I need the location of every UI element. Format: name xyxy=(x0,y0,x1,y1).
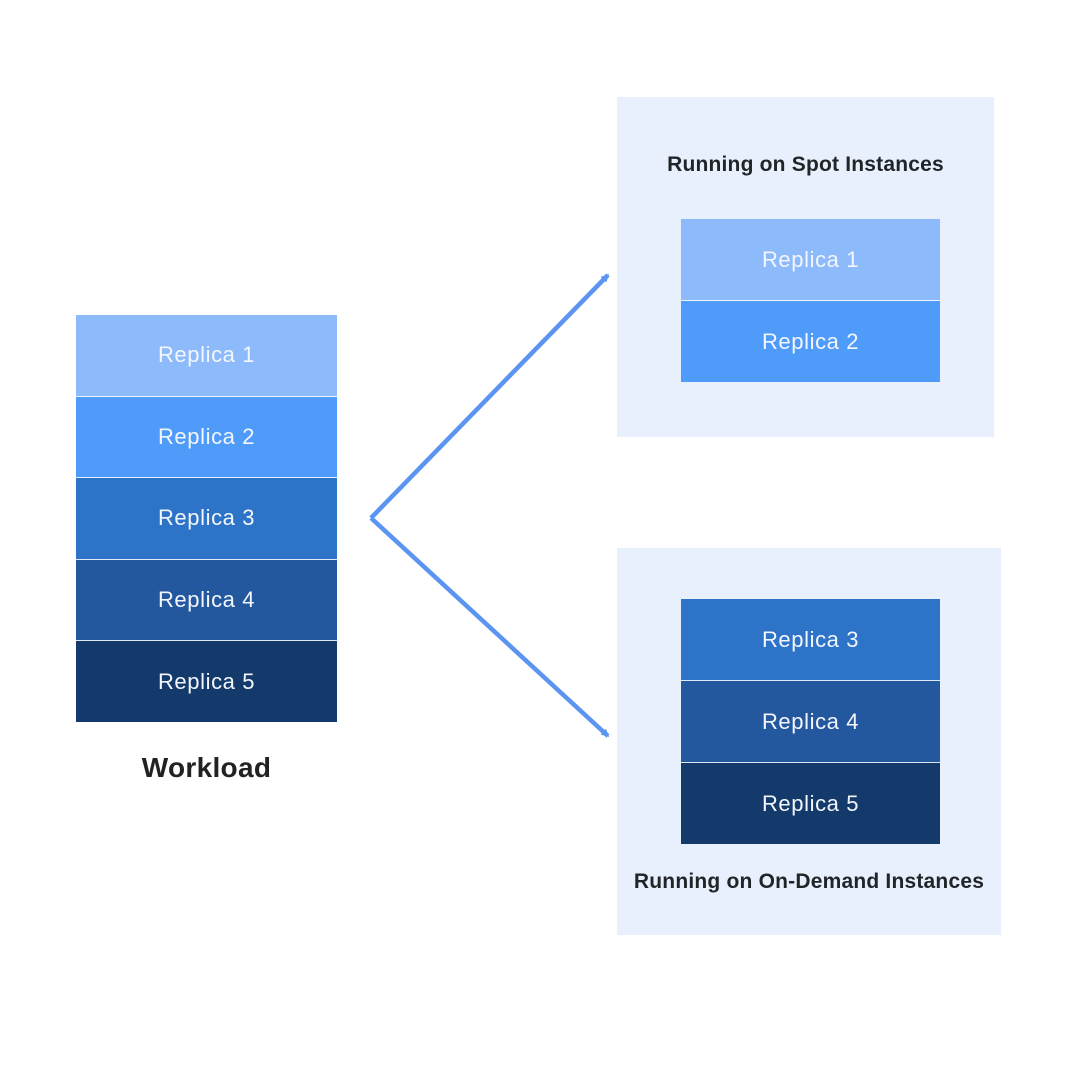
spot-stack: Replica 1 Replica 2 xyxy=(681,219,940,382)
on-demand-replica-4: Replica 4 xyxy=(681,681,940,763)
workload-caption: Workload xyxy=(141,752,272,783)
spot-replica-2: Replica 2 xyxy=(681,301,940,382)
arrow-to-spot-icon xyxy=(369,273,610,520)
arrow-to-on-demand-icon xyxy=(369,516,610,738)
workload-stack: Replica 1 Replica 2 Replica 3 Replica 4 … xyxy=(76,315,337,722)
spot-panel-title: Running on Spot Instances xyxy=(667,153,944,176)
spot-replica-1: Replica 1 xyxy=(681,219,940,301)
on-demand-replica-3: Replica 3 xyxy=(681,599,940,681)
workload-replica-1: Replica 1 xyxy=(76,315,337,397)
workload-replica-5: Replica 5 xyxy=(76,641,337,722)
on-demand-panel-title: Running on On-Demand Instances xyxy=(633,870,985,893)
on-demand-stack: Replica 3 Replica 4 Replica 5 xyxy=(681,599,940,844)
on-demand-replica-5: Replica 5 xyxy=(681,763,940,844)
workload-replica-4: Replica 4 xyxy=(76,559,337,642)
workload-replica-3: Replica 3 xyxy=(76,478,337,560)
workload-replica-2: Replica 2 xyxy=(76,396,337,479)
